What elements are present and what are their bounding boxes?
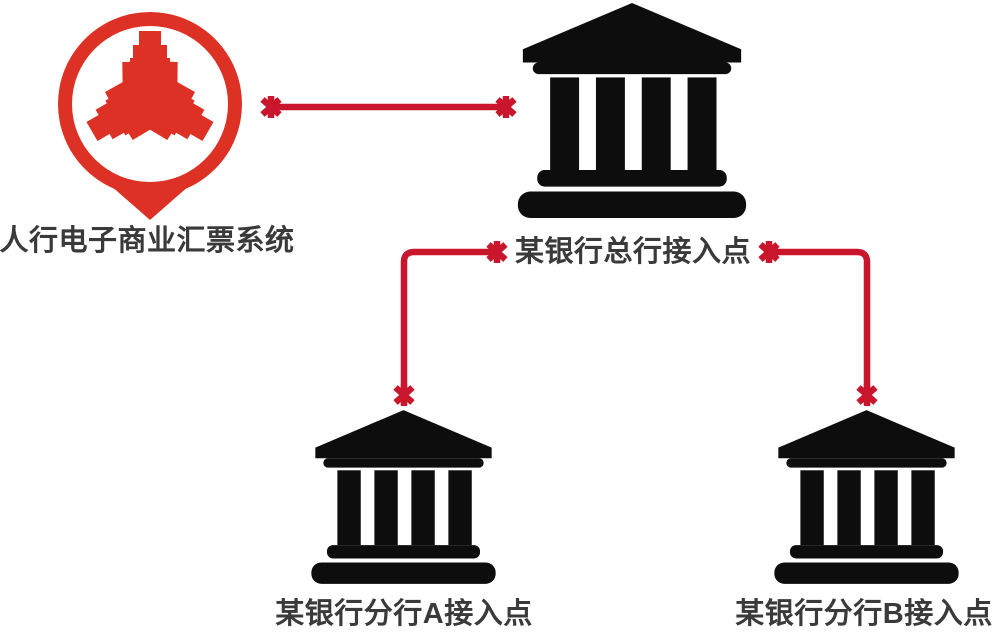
label-branch-b: 某银行分行B接入点: [735, 598, 993, 630]
bank-icons: [311, 3, 959, 584]
label-pboc-system: 人行电子商业汇票系统: [0, 225, 295, 257]
asterisk-endpoint-icon: [396, 384, 413, 406]
label-head-office: 某银行总行接入点: [514, 236, 752, 268]
bank-building-icon-branch-b: [774, 410, 959, 584]
bank-building-icon-head-office: [517, 3, 747, 218]
connector-headoffice-branch-b: [769, 248, 871, 397]
asterisk-endpoint-icon: [859, 384, 876, 406]
label-branch-a: 某银行分行A接入点: [275, 598, 533, 630]
connector-lines: [263, 96, 876, 406]
bank-building-icon-branch-a: [311, 410, 496, 584]
connector-headoffice-branch-a: [400, 248, 497, 397]
pboc-pin-logo: [58, 12, 242, 220]
